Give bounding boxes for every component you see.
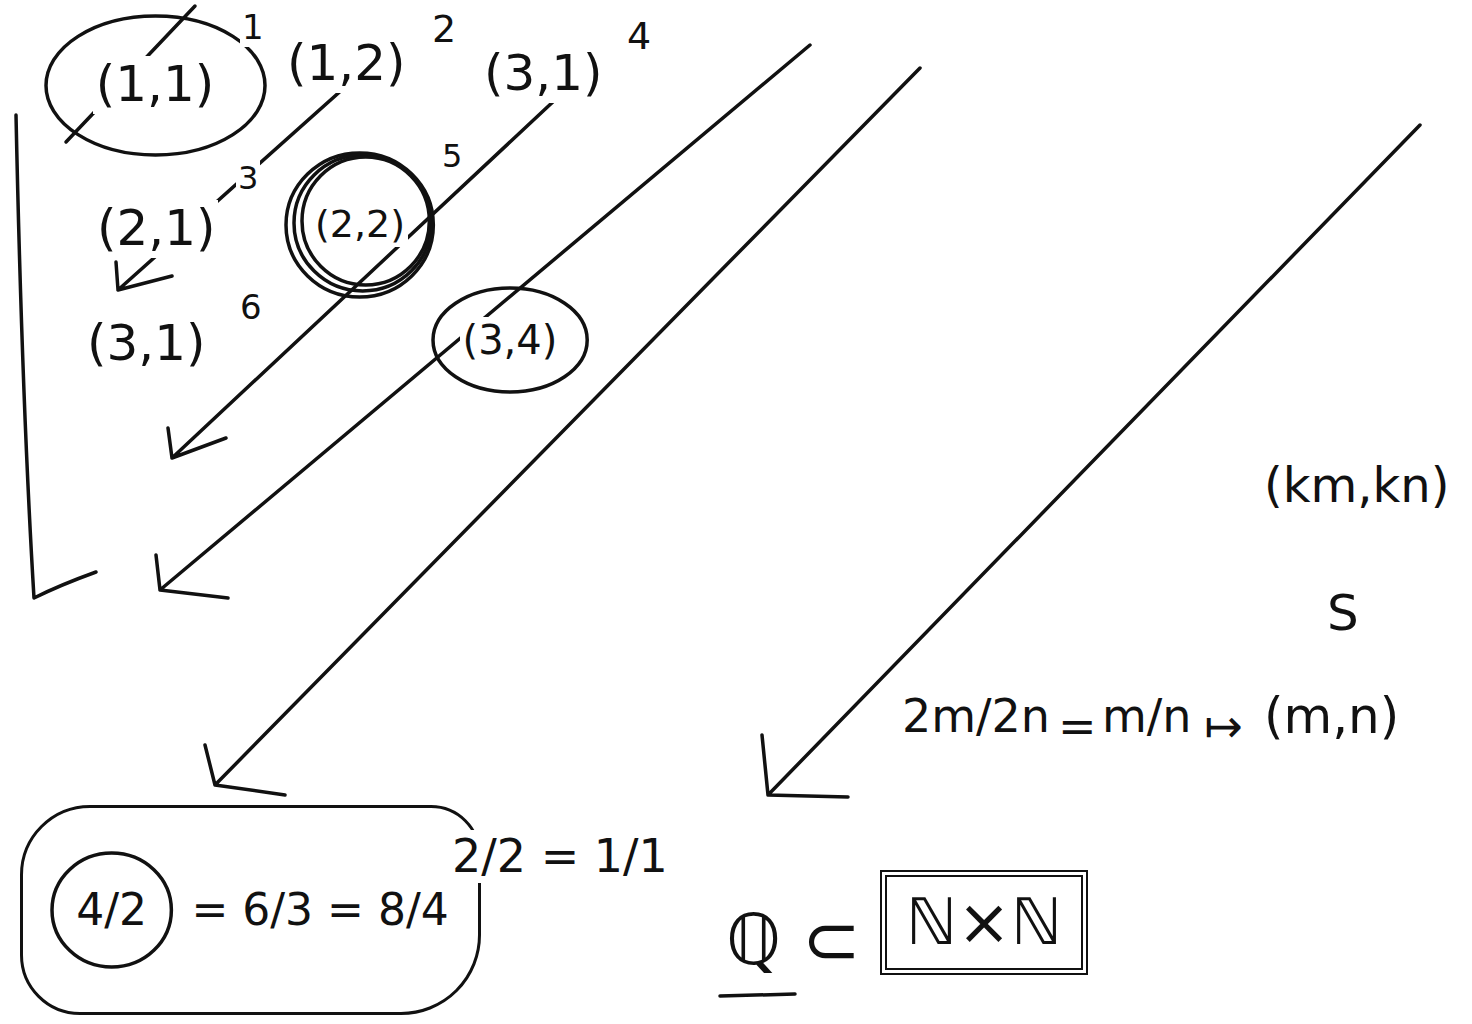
scribbled-pair: (2,2): [283, 150, 436, 300]
callout-number: 5: [440, 138, 464, 175]
node-text: ℕ×ℕ: [903, 886, 1065, 960]
circled-pair: (3,4): [430, 285, 590, 395]
callout-number: 2: [430, 8, 458, 52]
pair-label: (1,2): [285, 35, 408, 93]
diagonal-arrow: [205, 68, 920, 795]
callout-number: 3: [236, 160, 260, 197]
callout-number: 1: [240, 8, 266, 47]
outline-ring: [433, 288, 587, 392]
subset-symbol: ⊂: [800, 900, 863, 981]
pair-label: (m,n): [1262, 688, 1401, 746]
equation-label: =: [1056, 700, 1099, 753]
node-text: = 6/3 = 8/4: [188, 885, 451, 936]
node-text: (1,1): [93, 56, 218, 114]
diagonal-arrow: [156, 45, 810, 598]
pair-label: (2,1): [95, 200, 218, 258]
outline-ring: [294, 155, 431, 291]
pair-label: (3,1): [482, 45, 605, 103]
maps-to-symbol: ↦: [1202, 700, 1245, 753]
node-text: (2,2): [312, 203, 408, 247]
set-box: ℕ×ℕ: [880, 870, 1088, 975]
equation-label: 2/2 = 1/1: [450, 830, 670, 883]
vertical-arrow: [16, 115, 96, 598]
equation-label: 2m/2n: [900, 690, 1052, 743]
outline-ring: [52, 853, 171, 967]
circled-fraction: 4/2: [49, 850, 174, 970]
callout-number: 6: [238, 288, 264, 327]
diagonal-arrow: [168, 70, 587, 458]
fraction-box: = 6/3 = 8/4 4/2: [20, 805, 481, 1015]
relation-symbol: S: [1325, 585, 1361, 643]
callout-number: 4: [625, 15, 653, 59]
pair-label: (3,1): [85, 315, 208, 373]
outline-ring: [46, 16, 265, 155]
equation-label: m/n: [1100, 690, 1193, 743]
node-text: 4/2: [73, 885, 150, 936]
circled-pair: (1,1): [43, 13, 268, 158]
pair-label: (km,kn): [1262, 458, 1451, 513]
underline: [720, 994, 795, 996]
node-text: (3,4): [460, 317, 561, 363]
outline-ring: [302, 157, 429, 285]
outline-ring: [286, 153, 433, 297]
set-symbol: ℚ: [724, 900, 783, 981]
